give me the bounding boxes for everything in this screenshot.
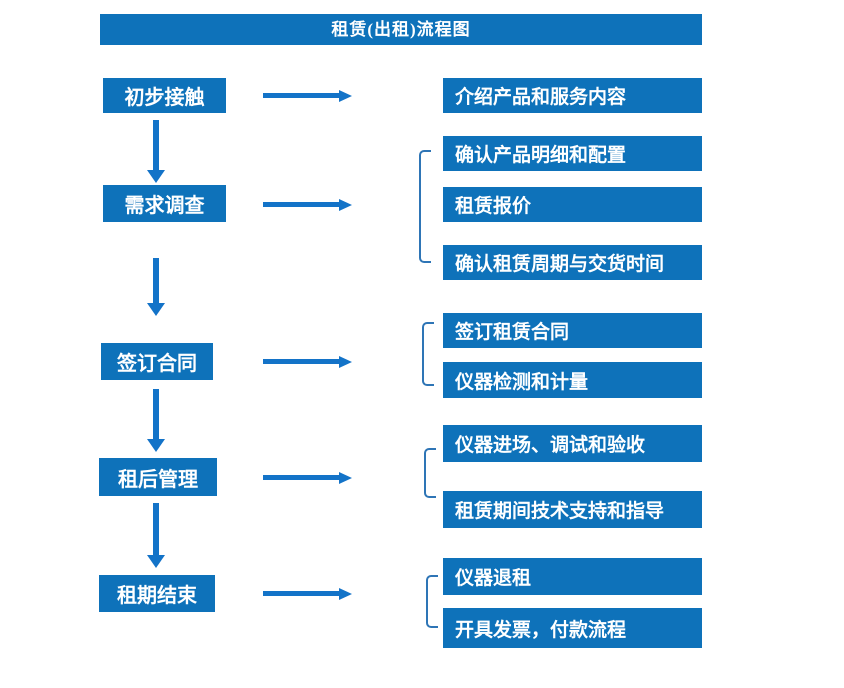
step-box-sign-contract: 签订合同 <box>101 343 213 380</box>
detail-box-sign-rental-contract: 签订租赁合同 <box>443 313 702 348</box>
arrow-down-3 <box>153 389 159 439</box>
detail-box-tech-support: 租赁期间技术支持和指导 <box>443 491 702 528</box>
arrow-right-3 <box>263 359 339 364</box>
bracket-post-rental-group <box>424 448 436 498</box>
detail-box-instrument-testing: 仪器检测和计量 <box>443 362 702 398</box>
flowchart-title: 租赁(出租)流程图 <box>100 14 702 45</box>
bracket-demand-survey-group <box>419 150 431 263</box>
detail-box-confirm-product-config: 确认产品明细和配置 <box>443 136 702 171</box>
arrow-down-2 <box>153 258 159 303</box>
bracket-sign-contract-group <box>422 322 434 386</box>
bracket-lease-end-group <box>426 575 438 628</box>
arrow-right-4 <box>263 475 339 480</box>
detail-box-rental-quote: 租赁报价 <box>443 187 702 222</box>
arrow-right-2 <box>263 202 339 207</box>
detail-box-equipment-acceptance: 仪器进场、调试和验收 <box>443 425 702 462</box>
detail-box-introduce-products: 介绍产品和服务内容 <box>443 78 702 113</box>
detail-box-equipment-return: 仪器退租 <box>443 558 702 595</box>
detail-box-confirm-period-delivery: 确认租赁周期与交货时间 <box>443 245 702 280</box>
step-box-initial-contact: 初步接触 <box>103 78 226 113</box>
arrow-down-1 <box>153 120 159 170</box>
step-box-lease-end: 租期结束 <box>99 575 215 612</box>
arrow-right-1 <box>263 93 339 98</box>
detail-box-invoice-payment: 开具发票，付款流程 <box>443 608 702 648</box>
arrow-right-5 <box>263 591 339 596</box>
step-box-post-rental-mgmt: 租后管理 <box>99 458 217 496</box>
step-box-demand-survey: 需求调查 <box>103 185 226 222</box>
arrow-down-4 <box>153 503 159 555</box>
